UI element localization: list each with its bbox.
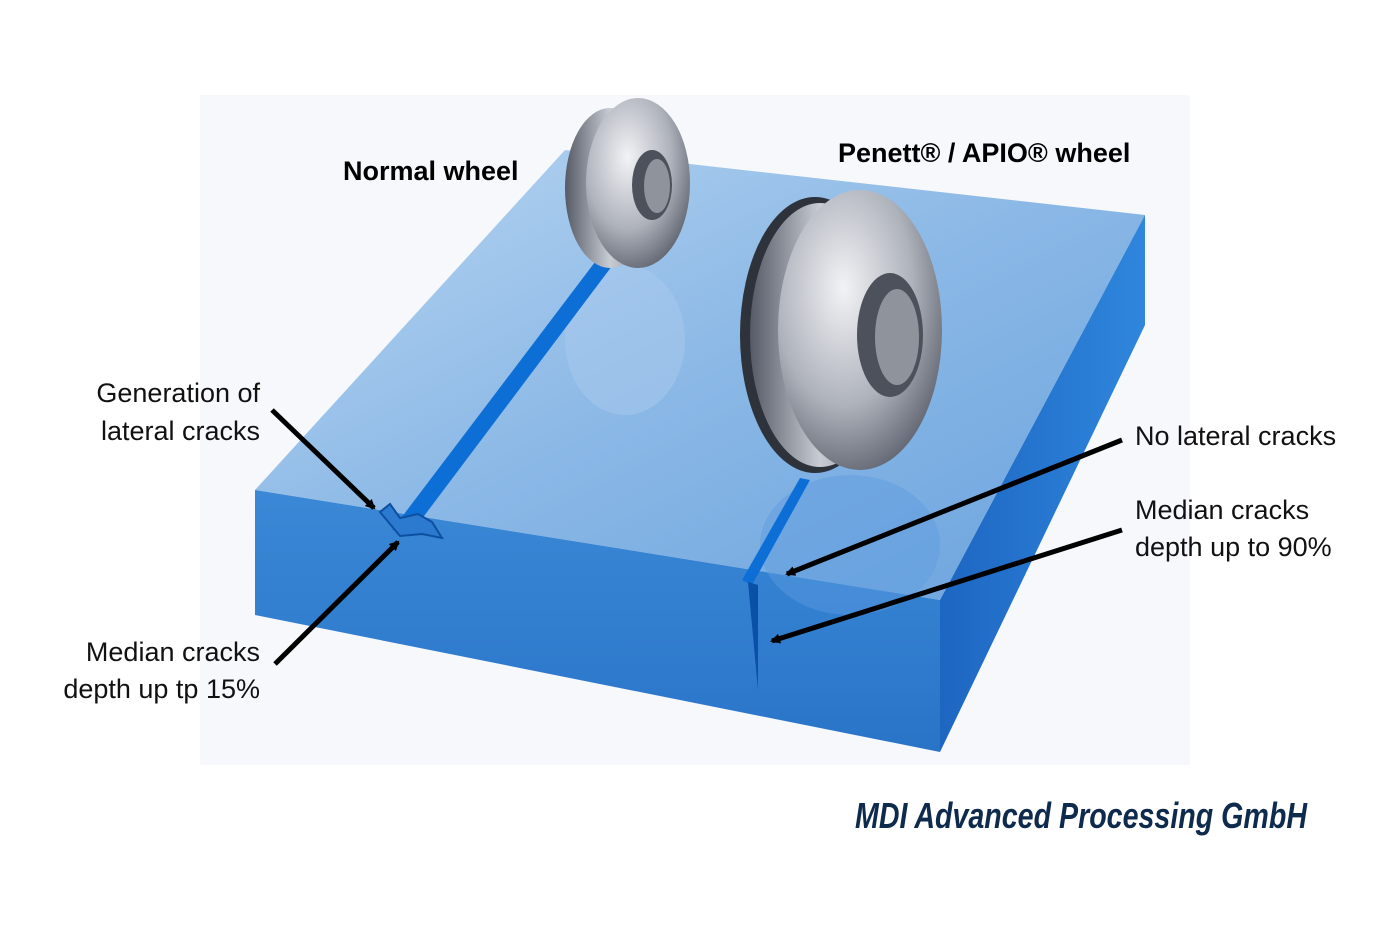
label-no-lateral: No lateral cracks [1135, 421, 1336, 451]
glass-side-face [940, 215, 1145, 752]
label-lateral-gen-2: lateral cracks [101, 416, 260, 446]
normal-wheel-title: Normal wheel [343, 156, 519, 186]
deep-median-crack [748, 582, 758, 690]
arrow-lateral-cracks [270, 408, 376, 510]
label-median-right-1: Median cracks [1135, 495, 1309, 525]
lateral-cracks [378, 502, 445, 540]
penett-wheel-reflection [760, 475, 940, 615]
arrow-median-right [770, 527, 1123, 644]
company-logo: MDI Advanced Processing GmbH [855, 795, 1308, 836]
arrow-median-left [273, 540, 400, 666]
label-median-right-2: depth up to 90% [1135, 532, 1332, 562]
label-median-left-2: depth up tp 15% [63, 674, 260, 704]
normal-scribe-groove [392, 262, 612, 532]
penett-wheel [740, 190, 942, 473]
penett-wheel-title: Penett® / APIO® wheel [838, 138, 1130, 168]
normal-wheel-reflection [565, 265, 685, 415]
arrow-no-lateral [785, 437, 1123, 577]
label-lateral-gen-1: Generation of [96, 378, 260, 408]
normal-wheel [565, 98, 690, 268]
penett-scribe-groove [742, 478, 810, 585]
label-median-left-1: Median cracks [86, 637, 260, 667]
glass-front-face [255, 490, 940, 752]
